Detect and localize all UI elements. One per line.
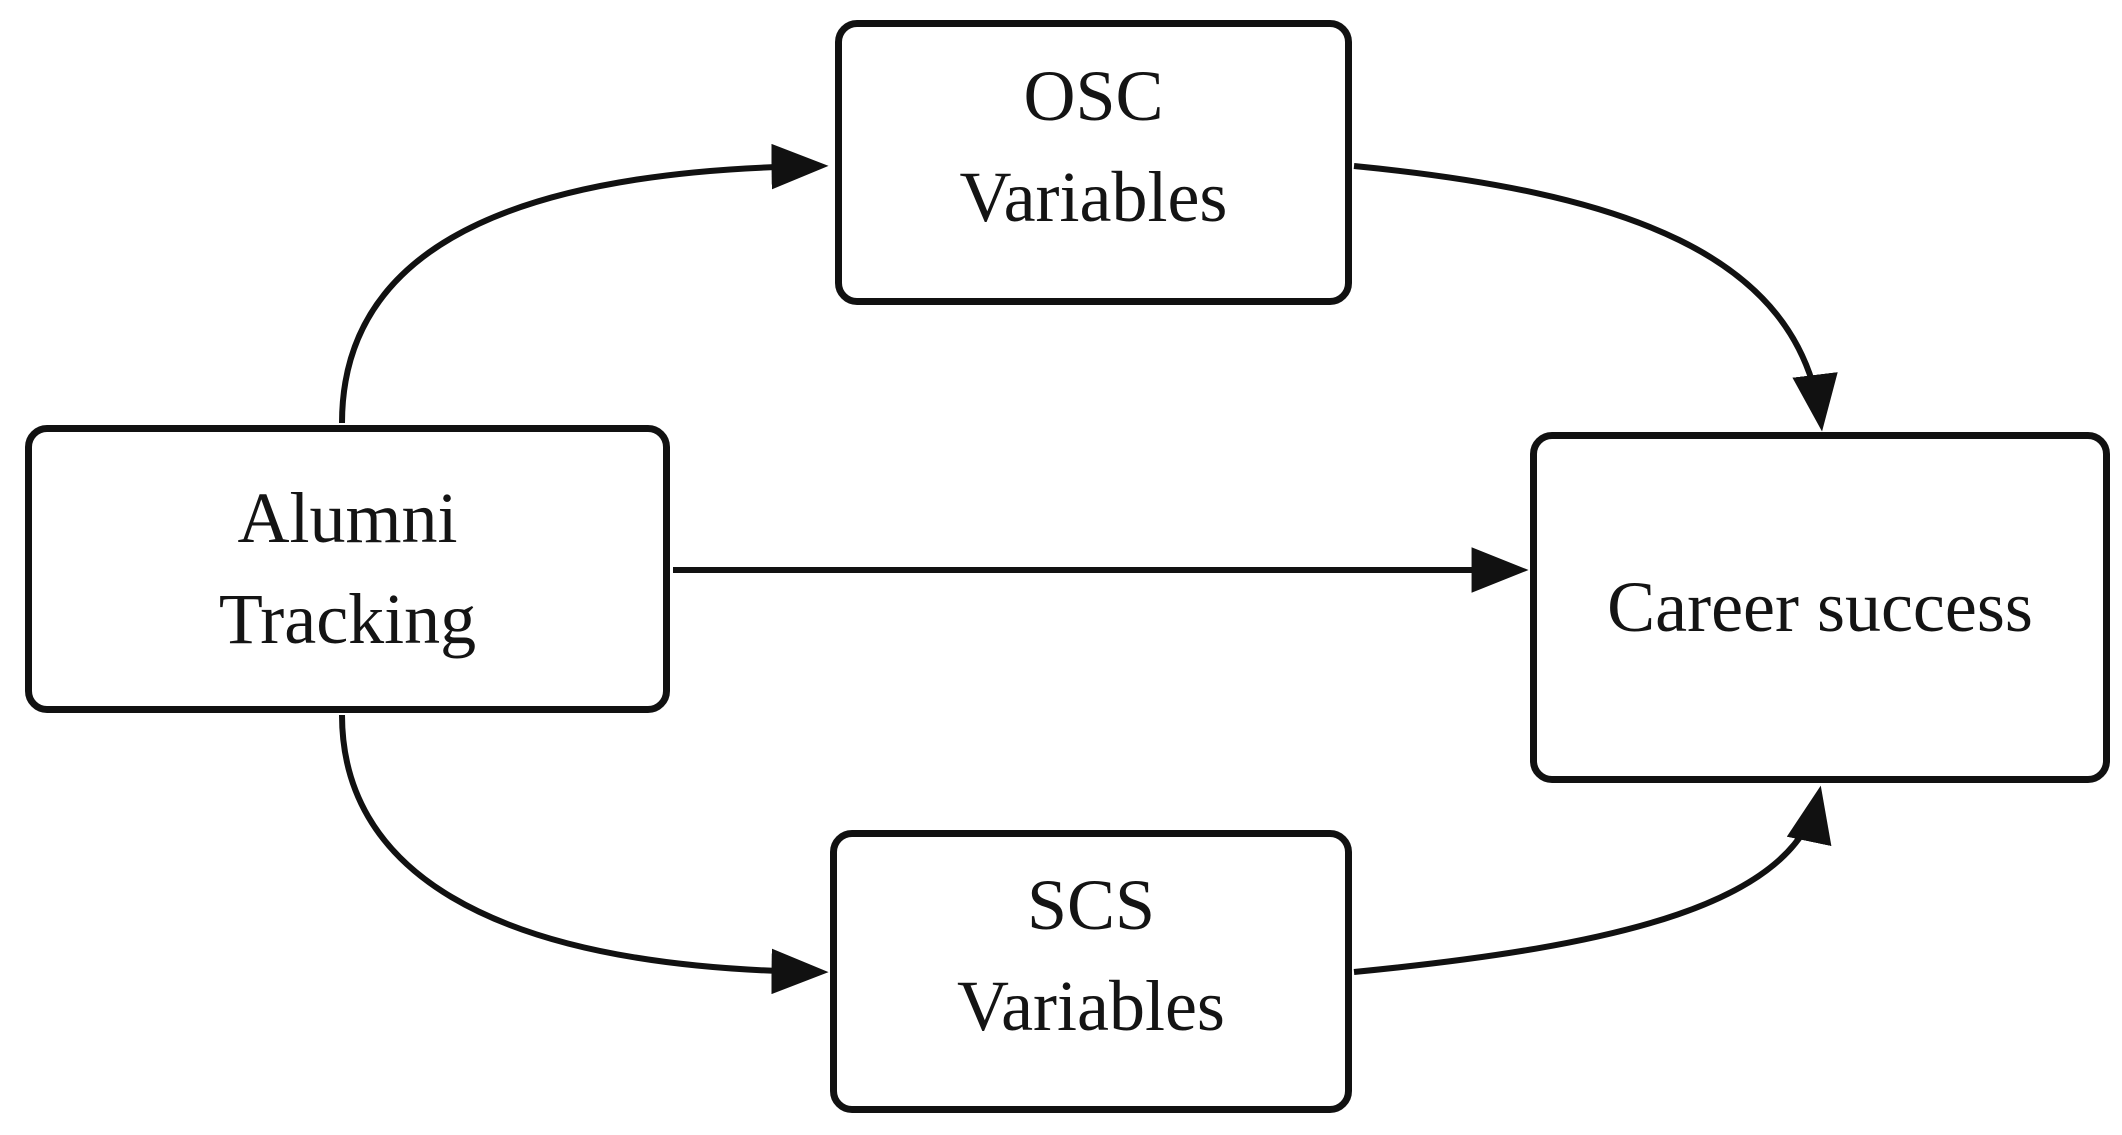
node-label-line: OSC: [1023, 55, 1164, 136]
node-label: SCS Variables: [957, 855, 1225, 1057]
node-label-line: Variables: [959, 156, 1228, 237]
node-osc-variables: OSC Variables: [835, 20, 1352, 305]
edge-alumni-to-osc: [339, 143, 829, 424]
node-career-success: Career success: [1530, 432, 2110, 783]
node-label-line: Career success: [1607, 567, 2033, 648]
node-label-line: Variables: [957, 965, 1225, 1046]
node-label: Career success: [1607, 557, 2033, 658]
node-label-line: SCS: [1026, 864, 1156, 945]
node-label: Alumni Tracking: [219, 468, 476, 670]
node-scs-variables: SCS Variables: [830, 830, 1352, 1113]
node-label-line: Tracking: [218, 579, 477, 659]
edge-scs-to-career: [1353, 785, 1832, 975]
node-label: OSC Variables: [960, 46, 1228, 248]
edge-alumni-to-scs: [339, 714, 829, 995]
node-alumni-tracking: Alumni Tracking: [25, 425, 670, 713]
node-label-line: Alumni: [237, 478, 458, 559]
edge-osc-to-career: [1353, 163, 1838, 432]
